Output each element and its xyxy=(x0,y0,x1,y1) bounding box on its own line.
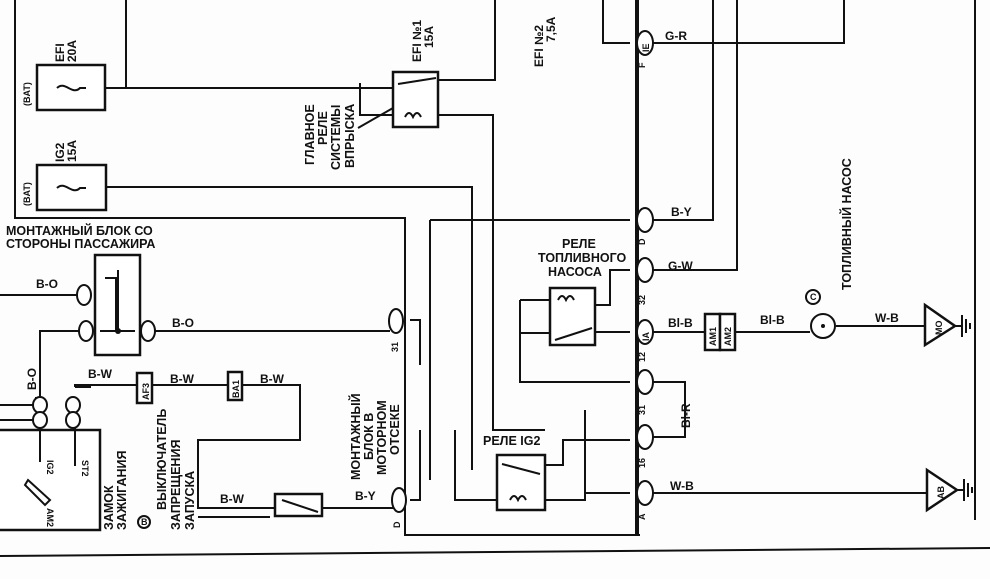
pin-label: F xyxy=(637,62,647,68)
connector-label: AM2 xyxy=(723,327,733,346)
relay-label: ГЛАВНОЕ xyxy=(303,104,317,165)
relay-label: РЕЛЕ IG2 xyxy=(483,434,540,448)
engine-junction-block: МОНТАЖНЫЙ БЛОК В МОТОРНОМ ОТСЕКЕ B-Y xyxy=(348,308,407,513)
terminal-label: ST2 xyxy=(80,460,90,477)
fuse-efi: (BAT) EFI 20A xyxy=(22,40,107,112)
fuse-name: EFI xyxy=(53,43,67,62)
pin-label: 31 xyxy=(390,342,400,352)
wire-label: B-O xyxy=(25,368,39,390)
bus-connectors: G-R B-Y G-W Bl-B Bl-R W-B F D 32 12 31 1… xyxy=(390,29,694,528)
ig2-relay: РЕЛЕ IG2 xyxy=(483,434,547,512)
block-label: ОТСЕКЕ xyxy=(388,404,402,455)
main-relay: ГЛАВНОЕ РЕЛЕ СИСТЕМЫ ВПРЫСКА xyxy=(303,70,440,170)
ground-label: MO xyxy=(934,321,944,336)
ground-mo: MO xyxy=(923,302,971,348)
wire-label: G-W xyxy=(668,259,693,273)
wire-label: Bl-R xyxy=(679,403,693,428)
connector-label: AF3 xyxy=(141,383,151,400)
component-label: ЗАПРЕЩЕНИЯ xyxy=(169,440,183,530)
fuse-rating: 7,5A xyxy=(544,16,558,42)
relay-label: НАСОСА xyxy=(548,265,602,279)
wire-label: B-W xyxy=(220,492,245,506)
fuse-name: IG2 xyxy=(53,142,67,162)
fuel-pump-relay: РЕЛЕ ТОПЛИВНОГО НАСОСА xyxy=(538,237,626,347)
connector-label: BA1 xyxy=(231,380,241,398)
block-label: СТОРОНЫ ПАССАЖИРА xyxy=(6,237,155,251)
component-label: ЗАМОК xyxy=(102,485,116,530)
component-label: ЗАПУСКА xyxy=(183,471,197,530)
relay-label: СИСТЕМЫ xyxy=(329,105,343,170)
relay-label: РЕЛЕ xyxy=(562,237,596,251)
wires xyxy=(0,0,990,557)
pin-label: 16 xyxy=(637,458,647,468)
wire-label: Bl-B xyxy=(668,316,693,330)
fuse-efi1-label: EFI №1 15A xyxy=(410,20,436,62)
relay-label: РЕЛЕ xyxy=(316,111,330,145)
pin-label: D xyxy=(392,521,402,528)
marker-label: B xyxy=(141,517,148,527)
fuse-name: EFI №2 xyxy=(532,25,546,67)
ignition-lock: IG2 ST2 AM2 ЗАМОК ЗАЖИГАНИЯ xyxy=(0,396,129,532)
pin-label: 12 xyxy=(637,352,647,362)
ground-ab: AB xyxy=(925,467,973,513)
block-label: МОНТАЖНЫЙ xyxy=(348,393,363,480)
component-label: ЗАЖИГАНИЯ xyxy=(115,451,129,530)
wire-label: B-W xyxy=(260,372,285,386)
fuse-rating: 15A xyxy=(422,26,436,48)
terminal-label: AM2 xyxy=(45,508,55,527)
wire-label: W-B xyxy=(875,311,899,325)
wire-label: B-Y xyxy=(355,489,376,503)
fuse-source: (BAT) xyxy=(22,182,32,206)
fuse-rating: 15A xyxy=(65,140,79,162)
relay-label: ВПРЫСКА xyxy=(343,104,357,168)
ground-label: AB xyxy=(936,486,946,499)
connector-label: AM1 xyxy=(708,327,718,346)
component-label: ВЫКЛЮЧАТЕЛЬ xyxy=(155,409,169,510)
connector-label: IE xyxy=(641,43,651,52)
wire-label: B-W xyxy=(88,367,113,381)
fuel-pump: AM1 AM2 Bl-B C ТОПЛИВНЫЙ НАСОС W-B xyxy=(703,158,899,352)
block-label: БЛОК В xyxy=(362,413,376,460)
pin-label: A xyxy=(637,513,647,520)
wire-label: Bl-B xyxy=(760,313,785,327)
component-label: ТОПЛИВНЫЙ НАСОС xyxy=(839,158,854,290)
block-label: МОНТАЖНЫЙ БЛОК СО xyxy=(6,223,153,238)
fuse-rating: 20A xyxy=(65,40,79,62)
connector-label: IA xyxy=(641,331,651,341)
fuse-efi2-label: EFI №2 7,5A xyxy=(532,16,558,67)
relay-label: ТОПЛИВНОГО xyxy=(538,251,626,265)
marker-label: C xyxy=(810,292,817,302)
wire-label: B-O xyxy=(172,316,194,330)
fuse-source: (BAT) xyxy=(22,82,32,106)
pin-label: 31 xyxy=(637,405,647,415)
terminal-label: IG2 xyxy=(45,460,55,475)
passenger-junction-block: МОНТАЖНЫЙ БЛОК СО СТОРОНЫ ПАССАЖИРА B-O … xyxy=(6,223,194,390)
pin-label: 32 xyxy=(637,295,647,305)
wire-label: G-R xyxy=(665,29,687,43)
wire-label: B-W xyxy=(170,372,195,386)
fuse-ig2: (BAT) IG2 15A xyxy=(22,140,108,212)
pin-label: D xyxy=(637,238,647,245)
fuse-name: EFI №1 xyxy=(410,20,424,62)
wire-label: B-O xyxy=(36,277,58,291)
wire-label: W-B xyxy=(670,479,694,493)
start-inhibit-switch: B-W B-W B-W B-W AF3 BA1 B ВЫКЛЮЧАТЕЛЬ ЗА… xyxy=(88,367,324,530)
wire-label: B-Y xyxy=(671,205,692,219)
block-label: МОТОРНОМ xyxy=(375,400,389,475)
